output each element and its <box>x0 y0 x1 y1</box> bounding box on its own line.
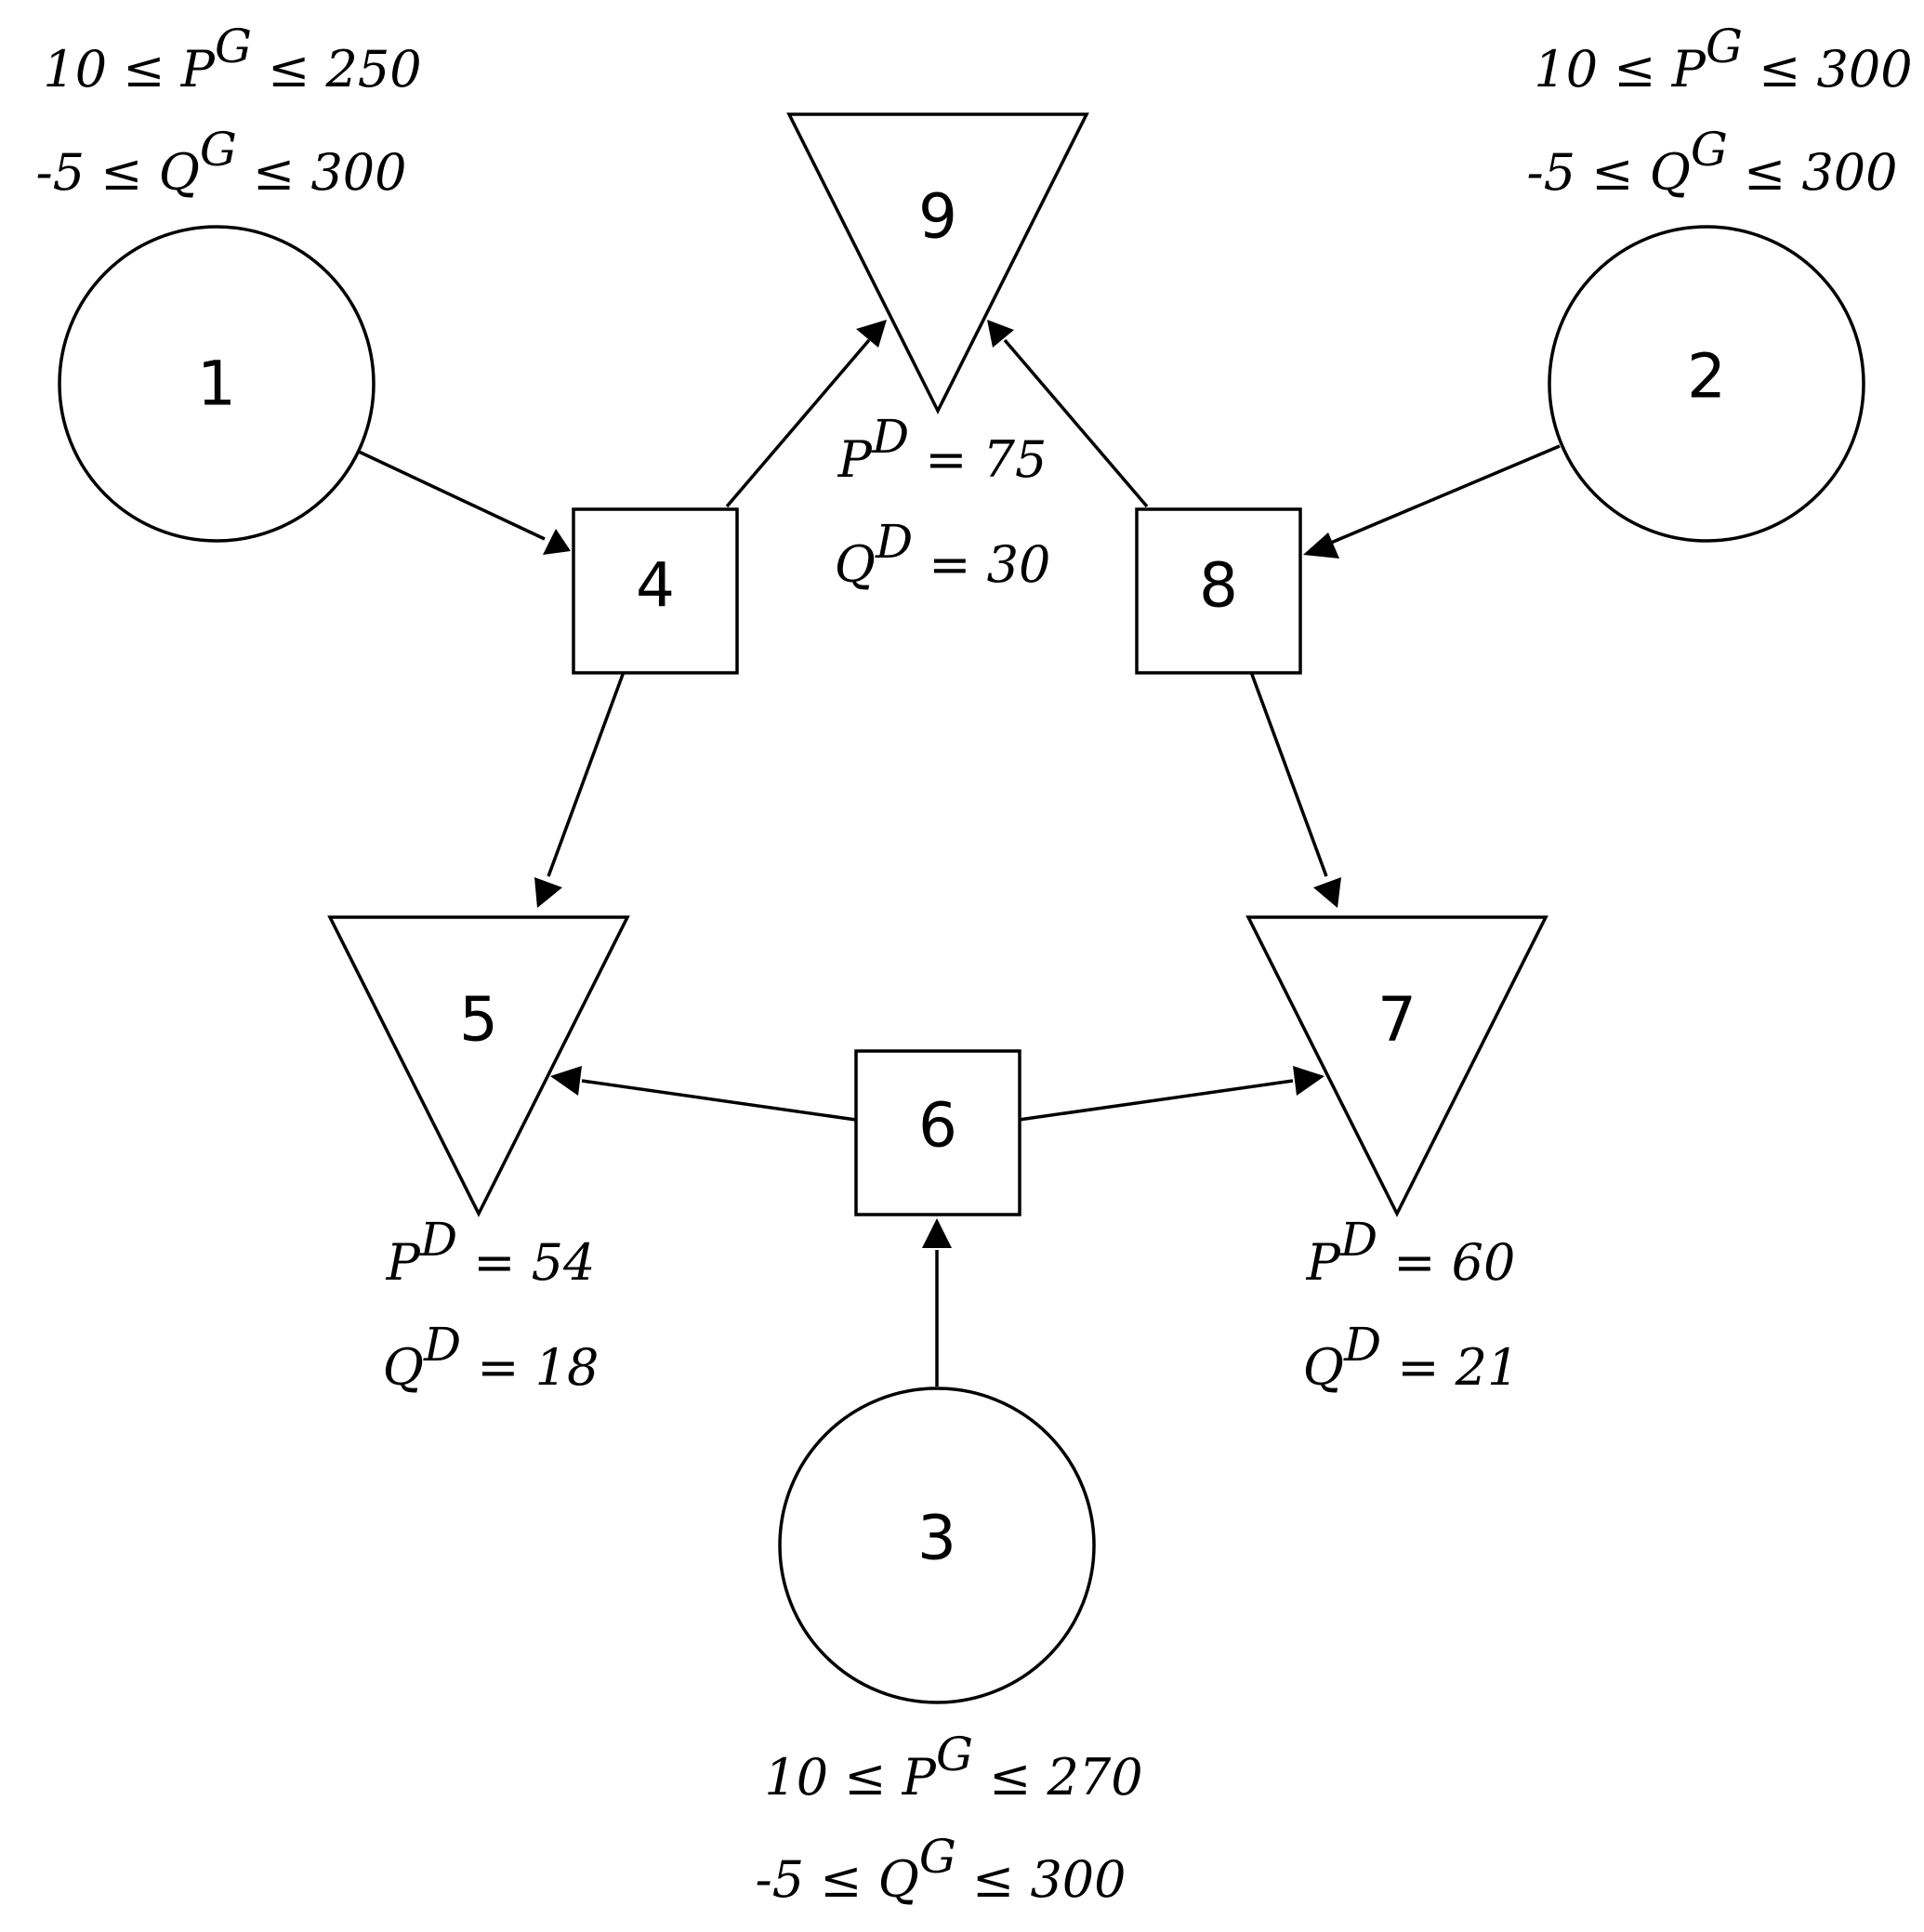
arrowhead-4-5 <box>534 877 562 908</box>
load-node-5: 5 <box>327 915 630 1217</box>
edge-8-7 <box>1249 671 1328 877</box>
node-label: 1 <box>197 348 236 420</box>
node-label: 3 <box>917 1503 956 1574</box>
node-label: 8 <box>1199 550 1238 622</box>
bus-node-6: 6 <box>854 1049 1021 1216</box>
load7-demand: PD = 60 QD = 21 <box>1303 1213 1520 1397</box>
arrowhead-6-5 <box>550 1066 582 1096</box>
generator-node-1: 1 <box>58 225 376 543</box>
load9-q-demand: QD = 30 <box>835 515 1051 594</box>
edge-6-7 <box>1018 1079 1294 1122</box>
edge-8-9 <box>1003 338 1149 508</box>
node-label: 9 <box>918 181 957 253</box>
gen1-q-limit: -5 ≤ QG ≤ 300 <box>35 123 406 202</box>
bus-node-4: 4 <box>572 507 739 675</box>
gen2-p-limit: 10 ≤ PG ≤ 300 <box>1534 20 1912 99</box>
gen2-q-limit: -5 ≤ QG ≤ 300 <box>1526 123 1897 202</box>
gen3-q-limit: -5 ≤ QG ≤ 300 <box>755 1830 1126 1909</box>
node-label: 2 <box>1687 341 1726 413</box>
generator-node-2: 2 <box>1548 225 1865 543</box>
edge-6-5 <box>581 1079 857 1122</box>
node-label: 6 <box>918 1090 957 1162</box>
gen3-p-limit: 10 ≤ PG ≤ 270 <box>764 1728 1142 1807</box>
generator-node-3: 3 <box>778 1387 1096 1704</box>
load-node-7: 7 <box>1245 915 1548 1217</box>
arrowhead-1-4 <box>543 529 571 555</box>
node-label: 4 <box>636 550 675 622</box>
arrowhead-2-8 <box>1303 532 1339 559</box>
arrowhead-8-9 <box>987 320 1014 348</box>
edges <box>358 320 1561 1387</box>
gen1-p-limit: 10 ≤ PG ≤ 250 <box>43 20 421 99</box>
edge-1-4 <box>358 450 546 541</box>
node-label: 5 <box>459 984 498 1056</box>
bus-node-8: 8 <box>1135 507 1302 675</box>
load5-demand: PD = 54 QD = 18 <box>383 1213 600 1397</box>
load7-q-demand: QD = 21 <box>1303 1318 1520 1397</box>
load-node-9: 9 <box>786 112 1089 414</box>
edge-4-9 <box>725 338 871 508</box>
node-label: 7 <box>1377 984 1417 1056</box>
load5-q-demand: QD = 18 <box>383 1318 600 1397</box>
gen2-limits: 10 ≤ PG ≤ 300 -5 ≤ QG ≤ 300 <box>1526 20 1912 202</box>
arrowhead-4-9 <box>856 320 887 348</box>
gen1-limits: 10 ≤ PG ≤ 250 -5 ≤ QG ≤ 300 <box>35 20 421 202</box>
edge-2-8 <box>1330 444 1561 545</box>
load7-p-demand: PD = 60 <box>1306 1213 1516 1292</box>
arrowhead-6-7 <box>1293 1066 1324 1096</box>
load9-demand: PD = 75 QD = 30 <box>835 410 1051 594</box>
arrowhead-8-7 <box>1313 877 1341 908</box>
load9-p-demand: PD = 75 <box>837 410 1048 489</box>
load5-p-demand: PD = 54 <box>386 1213 596 1292</box>
arrowhead-3-6 <box>922 1218 952 1248</box>
edge-4-5 <box>547 671 626 877</box>
gen3-limits: 10 ≤ PG ≤ 270 -5 ≤ QG ≤ 300 <box>755 1728 1142 1909</box>
